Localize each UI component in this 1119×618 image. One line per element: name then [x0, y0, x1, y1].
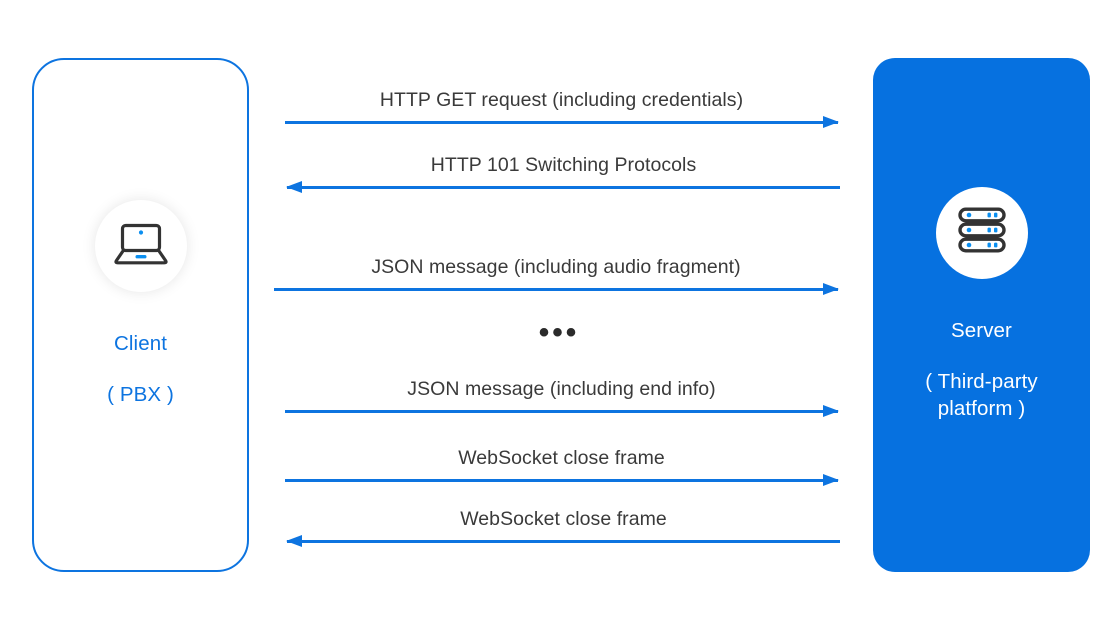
server-subtitle: ( Third-party platform ) — [925, 370, 1038, 420]
arrow-head-right-icon — [823, 405, 839, 417]
message-label-3: JSON message (including audio fragment) — [371, 256, 741, 278]
laptop-icon — [112, 220, 170, 273]
arrow-head-right-icon — [823, 283, 839, 295]
server-title: Server — [951, 318, 1012, 342]
server-icon-badge — [935, 186, 1028, 279]
client-label-group: Client ( PBX ) — [107, 310, 174, 430]
arrow-head-right-icon — [823, 474, 839, 486]
server-label-group: Server ( Third-party platform ) — [887, 297, 1077, 443]
client-title: Client — [113, 331, 167, 355]
server-actor-content: Server ( Third-party platform ) — [873, 58, 1090, 572]
message-label-4: JSON message (including end info) — [407, 378, 716, 400]
arrow-head-left-icon — [286, 181, 302, 193]
message-line-6 — [286, 535, 840, 547]
message-line-1 — [285, 116, 839, 128]
server-rack-icon — [956, 204, 1008, 261]
message-line-4 — [285, 405, 839, 417]
message-label-1: HTTP GET request (including credentials) — [379, 89, 744, 111]
client-icon-badge — [94, 200, 187, 293]
arrow-head-left-icon — [286, 535, 302, 547]
client-actor-content: Client ( PBX ) — [34, 60, 247, 570]
message-line-2 — [286, 181, 840, 193]
message-label-5: WebSocket close frame — [458, 447, 665, 469]
arrow-head-right-icon — [823, 116, 839, 128]
ellipsis-separator: ••• — [538, 316, 580, 349]
message-label-2: HTTP 101 Switching Protocols — [430, 154, 697, 176]
message-label-6: WebSocket close frame — [460, 508, 667, 530]
client-subtitle: ( PBX ) — [107, 383, 174, 407]
client-actor-box: Client ( PBX ) — [32, 58, 249, 572]
message-line-3 — [274, 283, 839, 295]
message-line-5 — [285, 474, 839, 486]
server-actor-box: Server ( Third-party platform ) — [873, 58, 1090, 572]
